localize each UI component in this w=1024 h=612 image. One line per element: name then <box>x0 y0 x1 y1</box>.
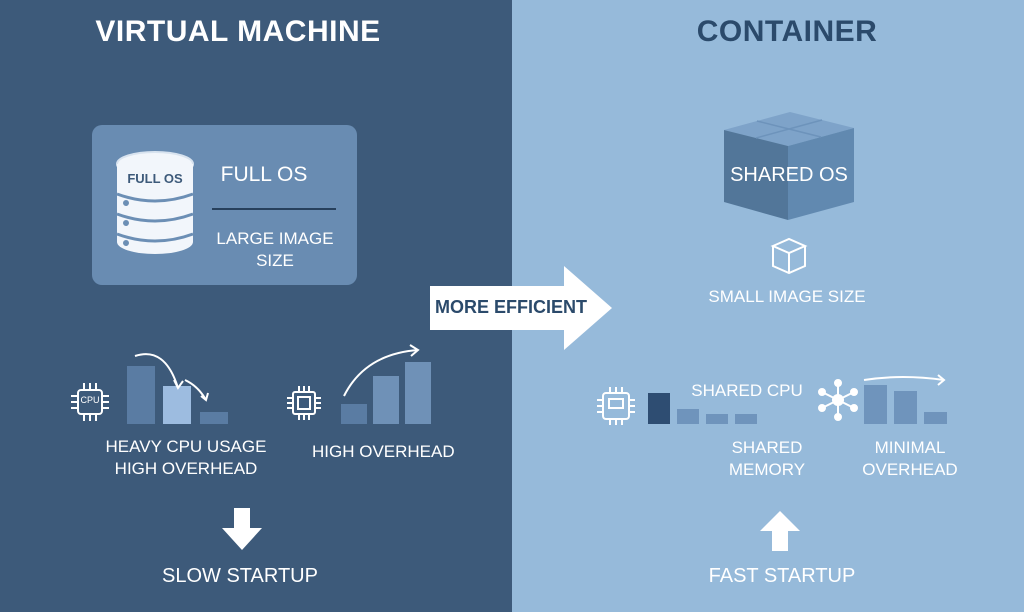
shared-cpu-bar-2 <box>677 409 699 424</box>
cpu-icon <box>71 383 109 421</box>
vm-cpu-bar-1 <box>127 366 155 424</box>
vm-panel: VIRTUAL MACHINE FULL OS FULL OS LARGE IM… <box>0 0 512 612</box>
cube-icon <box>724 112 854 220</box>
small-image-size-label: SMALL IMAGE SIZE <box>708 287 866 306</box>
vm-high-overhead-label: HIGH OVERHEAD <box>114 459 258 478</box>
box-icon <box>770 237 808 275</box>
high-overhead-label: HIGH OVERHEAD <box>312 442 455 461</box>
minimal-overhead-line1: MINIMAL <box>874 438 946 457</box>
full-os-title: FULL OS <box>220 163 308 186</box>
shared-memory-line1: SHARED <box>731 438 803 457</box>
down-arrow-icon <box>222 508 262 550</box>
fast-startup-label: FAST STARTUP <box>708 565 856 587</box>
minimal-bar-3 <box>924 412 947 424</box>
database-icon <box>116 151 194 254</box>
up-arrow-icon <box>760 511 800 551</box>
vm-cpu-bar-3 <box>200 412 228 424</box>
container-title: CONTAINER <box>696 15 878 48</box>
overhead-bar-1 <box>341 404 367 424</box>
trend-arrow-icon <box>134 353 209 402</box>
shared-cpu-bar-4 <box>735 414 757 424</box>
network-icon <box>818 379 858 421</box>
minimal-bar-1 <box>864 385 887 424</box>
rising-arrow-icon <box>343 344 420 397</box>
overhead-bar-3 <box>405 362 431 424</box>
database-label: FULL OS <box>127 171 183 186</box>
overhead-bar-2 <box>373 376 399 424</box>
shared-memory-line2: MEMORY <box>728 460 806 479</box>
shared-cpu-bar-3 <box>706 414 728 424</box>
heavy-cpu-usage-label: HEAVY CPU USAGE <box>105 437 267 456</box>
right-arrow-icon <box>430 266 612 350</box>
cpu-icon-text: CPU <box>80 395 100 405</box>
vm-cpu-bar-2 <box>163 386 191 424</box>
vm-title: VIRTUAL MACHINE <box>95 15 381 48</box>
chip-icon <box>287 386 321 420</box>
slow-startup-label: SLOW STARTUP <box>162 565 318 587</box>
card-divider <box>212 208 336 210</box>
container-cpu-icon <box>597 387 635 425</box>
flat-arrow-icon <box>863 374 946 386</box>
minimal-bar-2 <box>894 391 917 424</box>
more-efficient-label: MORE EFFICIENT <box>435 297 587 317</box>
large-image-size-line1: LARGE IMAGE <box>216 229 334 248</box>
shared-cpu-bar-1 <box>648 393 670 424</box>
shared-os-label: SHARED OS <box>730 164 848 186</box>
shared-cpu-label: SHARED CPU <box>691 381 803 400</box>
large-image-size-line2: SIZE <box>256 251 294 270</box>
minimal-overhead-line2: OVERHEAD <box>862 460 958 479</box>
